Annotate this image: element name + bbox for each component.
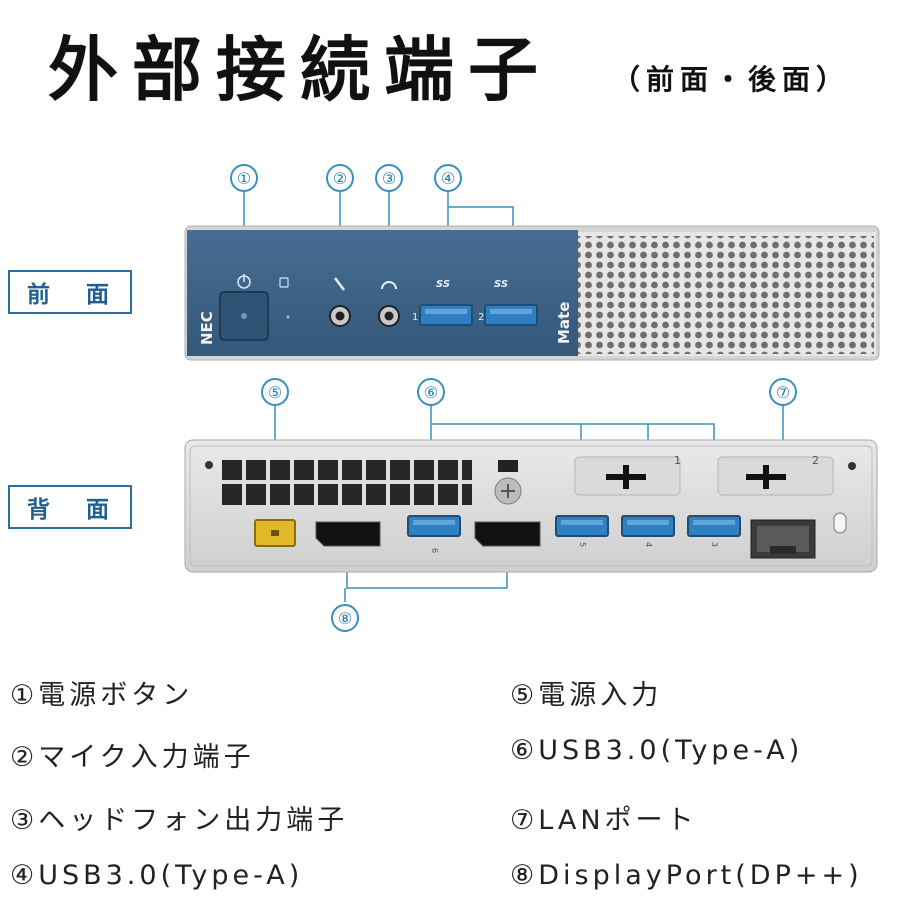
front-usb-number-2: 2 bbox=[478, 312, 484, 323]
legend-headphone-output: ③ヘッドフォン出力端子 bbox=[10, 805, 349, 836]
rear-usb-number-4: 4 bbox=[644, 542, 653, 547]
legend-rear-usb: ⑥USB3.0(Type-A) bbox=[510, 735, 804, 766]
marker-5: ⑤ bbox=[261, 378, 289, 406]
legend-power-button: ①電源ボタン bbox=[10, 680, 194, 711]
marker-8: ⑧ bbox=[331, 604, 359, 632]
legend-displayport: ⑧DisplayPort(DP++) bbox=[510, 860, 863, 891]
marker-1: ① bbox=[230, 164, 258, 192]
front-panel bbox=[184, 225, 880, 361]
nec-logo: NEC bbox=[198, 311, 216, 345]
rear-usb-number-6: 6 bbox=[430, 548, 439, 553]
rear-panel bbox=[184, 439, 878, 573]
rear-slot-number-2: 2 bbox=[812, 454, 819, 467]
rear-usb-number-3: 3 bbox=[710, 542, 719, 547]
marker-4: ④ bbox=[434, 164, 462, 192]
legend-mic-input: ②マイク入力端子 bbox=[10, 742, 255, 773]
rear-usb-number-5: 5 bbox=[578, 542, 587, 547]
mate-logo: Mate bbox=[555, 302, 573, 344]
front-usb-number-1: 1 bbox=[412, 312, 418, 323]
page-title: 外部接続端子 bbox=[48, 29, 552, 111]
front-usb2-ss-mark: SS bbox=[494, 279, 508, 290]
front-section-label: 前 面 bbox=[8, 270, 132, 314]
marker-6: ⑥ bbox=[417, 378, 445, 406]
legend-power-input: ⑤電源入力 bbox=[510, 680, 663, 711]
front-usb1-ss-mark: SS bbox=[436, 279, 450, 290]
legend-front-usb: ④USB3.0(Type-A) bbox=[10, 860, 304, 891]
rear-slot-number-1: 1 bbox=[674, 454, 681, 467]
legend-lan-port: ⑦LANポート bbox=[510, 805, 698, 836]
marker-7: ⑦ bbox=[769, 378, 797, 406]
marker-2: ② bbox=[326, 164, 354, 192]
rear-section-label: 背 面 bbox=[8, 485, 132, 529]
marker-3: ③ bbox=[375, 164, 403, 192]
page-subtitle: （前面・後面） bbox=[612, 63, 851, 96]
